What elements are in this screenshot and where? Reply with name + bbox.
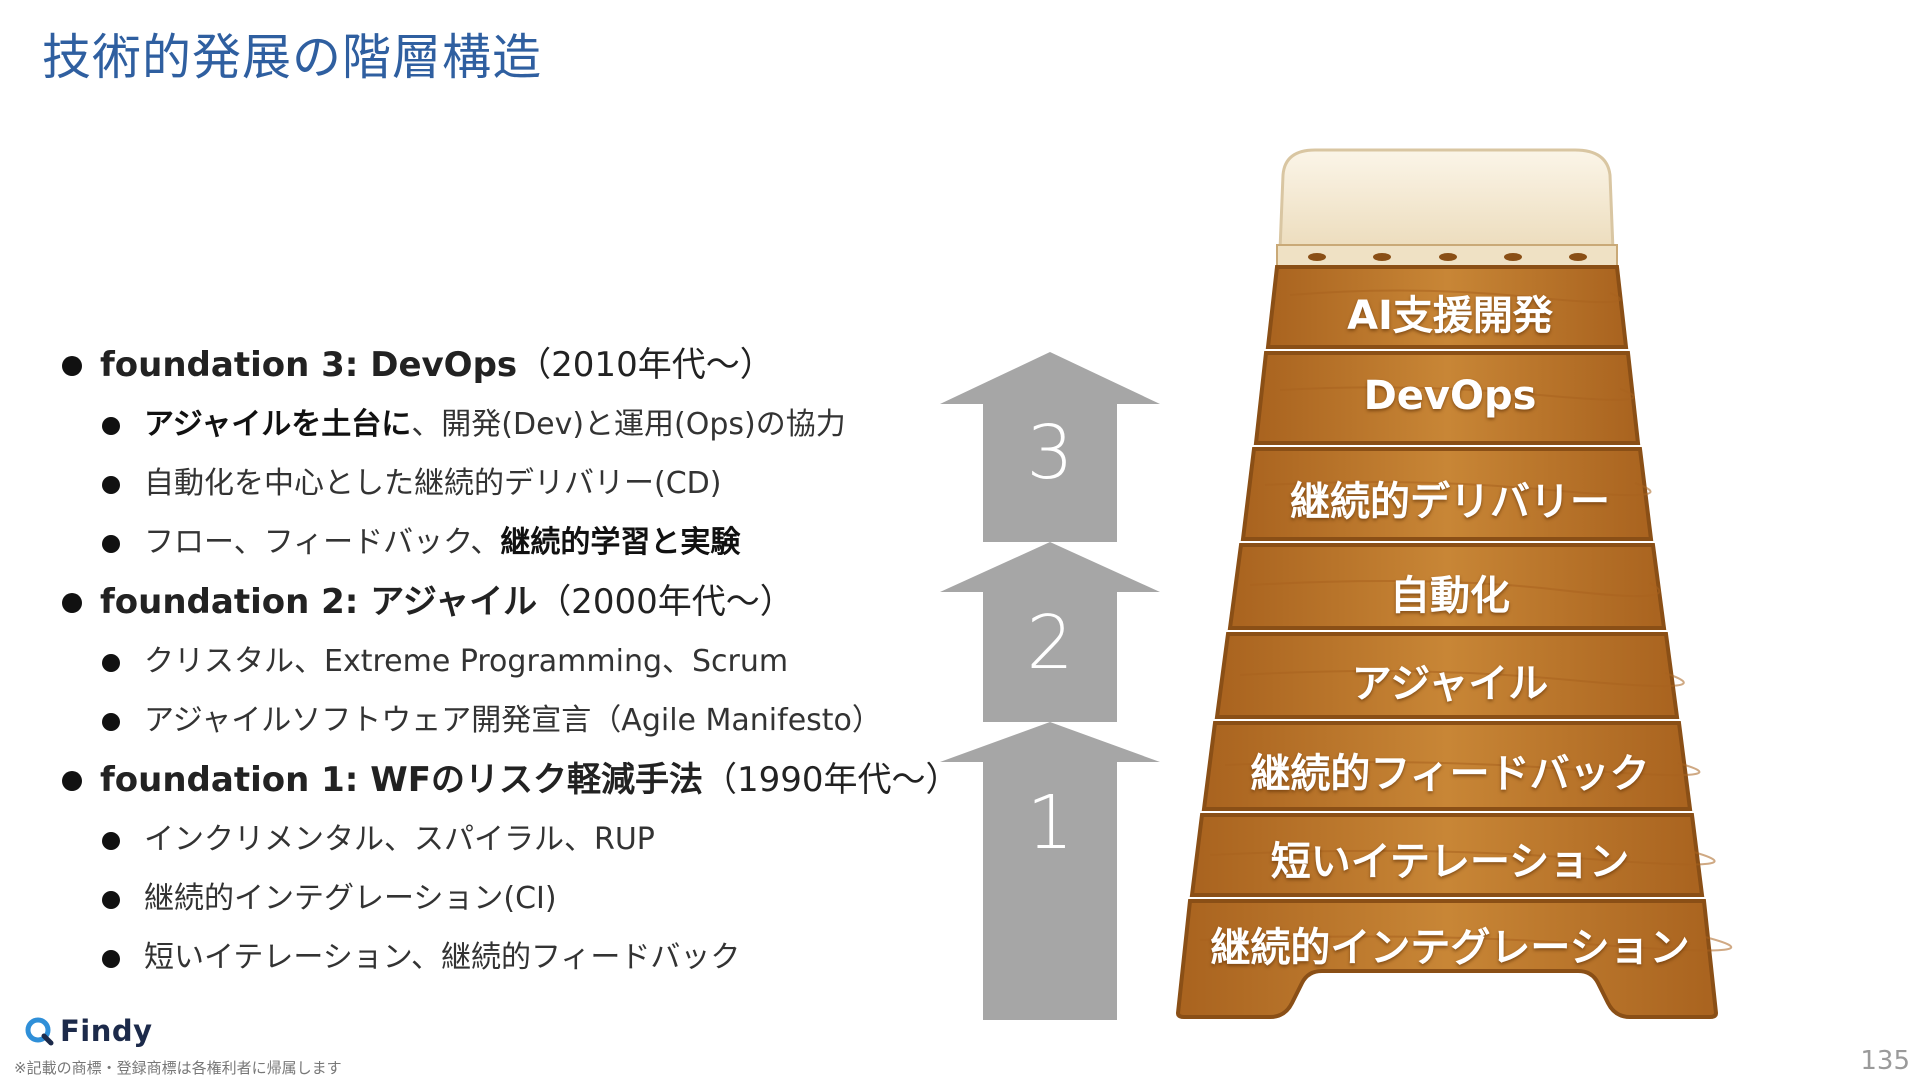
foundation-1-period: （1990年代〜） xyxy=(703,760,960,800)
foundation-1-label: foundation 1: WFのリスク軽減手法 xyxy=(100,760,703,800)
f3-item-3-text: フロー、フィードバック、 xyxy=(144,525,500,560)
bullet-f3-item-3: フロー、フィードバック、継続的学習と実験 xyxy=(58,518,958,577)
step-label-3: 継続的デリバリー xyxy=(1110,469,1790,527)
cushion-top xyxy=(1280,150,1613,250)
step-label-5: アジャイル xyxy=(1110,651,1790,709)
foundation-2-label: foundation 2: アジャイル xyxy=(100,582,537,622)
foundation-3-label: foundation 3: DevOps xyxy=(100,345,517,385)
foundation-2-period: （2000年代〜） xyxy=(537,582,794,622)
f3-item-1-bold: アジャイルを土台に xyxy=(144,407,411,442)
step-label-2: DevOps xyxy=(1110,373,1790,419)
bullet-foundation-1: foundation 1: WFのリスク軽減手法（1990年代〜） xyxy=(58,755,958,815)
findy-logo-text: Findy xyxy=(60,1014,153,1048)
f1-item-1-text: インクリメンタル、スパイラル、RUP xyxy=(144,822,655,857)
page-number: 135 xyxy=(1860,1046,1910,1076)
f1-item-2-text: 継続的インテグレーション(CI) xyxy=(144,881,557,916)
bullet-foundation-2: foundation 2: アジャイル（2000年代〜） xyxy=(58,577,958,637)
page-title: 技術的発展の階層構造 xyxy=(42,18,542,89)
bullet-list: foundation 3: DevOps（2010年代〜） アジャイルを土台に、… xyxy=(58,340,958,992)
step-label-7: 短いイテレーション xyxy=(1110,829,1790,887)
f3-item-2-text: 自動化を中心とした継続的デリバリー(CD) xyxy=(144,466,721,501)
f3-item-1-text: 、開発(Dev)と運用(Ops)の協力 xyxy=(411,407,845,442)
bullet-f1-item-3: 短いイテレーション、継続的フィードバック xyxy=(58,933,958,992)
step-label-6: 継続的フィードバック xyxy=(1110,741,1790,799)
f2-item-2-text: アジャイルソフトウェア開発宣言（Agile Manifesto） xyxy=(144,703,882,738)
bullet-f3-item-1: アジャイルを土台に、開発(Dev)と運用(Ops)の協力 xyxy=(58,400,958,459)
f2-item-1-text: クリスタル、Extreme Programming、Scrum xyxy=(144,644,788,679)
bullet-f3-item-2: 自動化を中心とした継続的デリバリー(CD) xyxy=(58,459,958,518)
foundation-3-period: （2010年代〜） xyxy=(517,345,774,385)
bullet-f2-item-2: アジャイルソフトウェア開発宣言（Agile Manifesto） xyxy=(58,696,958,755)
trademark-note: ※記載の商標・登録商標は各権利者に帰属します xyxy=(14,1057,342,1078)
findy-logo: Findy xyxy=(24,1014,153,1048)
bullet-foundation-3: foundation 3: DevOps（2010年代〜） xyxy=(58,340,958,400)
step-label-4: 自動化 xyxy=(1110,563,1790,621)
step-label-8: 継続的インテグレーション xyxy=(1110,915,1790,973)
bullet-f2-item-1: クリスタル、Extreme Programming、Scrum xyxy=(58,637,958,696)
bullet-f1-item-2: 継続的インテグレーション(CI) xyxy=(58,874,958,933)
f3-item-3-bold: 継続的学習と実験 xyxy=(500,525,740,560)
step-label-1: AI支援開発 xyxy=(1110,283,1790,341)
bullet-f1-item-1: インクリメンタル、スパイラル、RUP xyxy=(58,815,958,874)
findy-logo-icon xyxy=(24,1016,54,1046)
f1-item-3-text: 短いイテレーション、継続的フィードバック xyxy=(144,940,740,975)
vaulting-box-pyramid: AI支援開発 DevOps 継続的デリバリー 自動化 アジャイル 継続的フィード… xyxy=(1110,145,1790,1025)
